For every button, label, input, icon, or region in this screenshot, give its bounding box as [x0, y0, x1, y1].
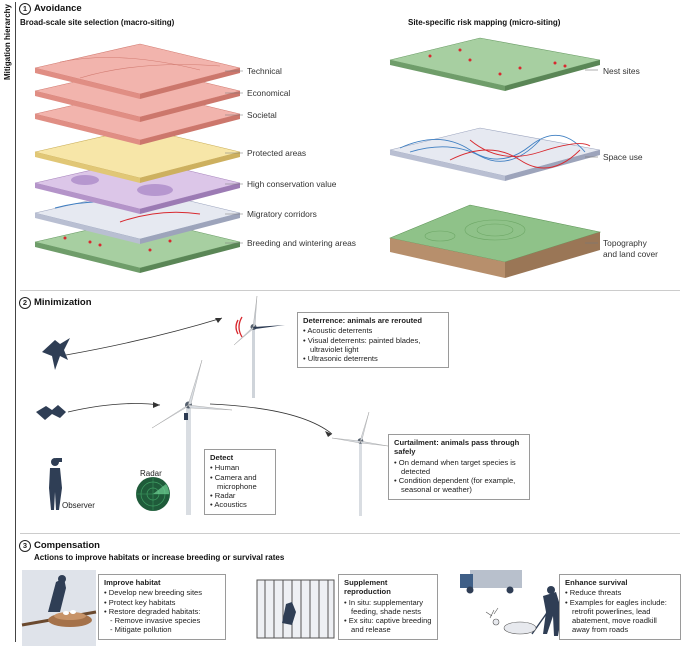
worker-icon — [531, 586, 562, 636]
deterrence-item: Visual deterrents: painted blades, ultra… — [303, 336, 443, 355]
layer-label-economical: Economical — [247, 88, 291, 98]
layer-topography — [388, 204, 602, 278]
habitat-item: Protect key habitats — [104, 598, 220, 607]
layer-label-nest-sites: Nest sites — [603, 66, 640, 76]
compensation-subtitle: Actions to improve habitats or increase … — [34, 553, 285, 562]
layer-label-land-cover: and land cover — [603, 249, 658, 259]
layer-label-topography: Topography — [603, 238, 647, 248]
detect-box: Detect Human Camera and microphone Radar… — [204, 449, 276, 515]
improve-habitat-title: Improve habitat — [104, 578, 161, 587]
supplement-reproduction-title: Supplement reproduction — [344, 578, 391, 597]
layer-label-breeding-wintering: Breeding and wintering areas — [247, 238, 356, 248]
layer-label-societal: Societal — [247, 110, 277, 120]
section-number-1: 1 — [19, 3, 31, 15]
deterrence-box: Deterrence: animals are rerouted Acousti… — [297, 312, 449, 369]
habitat-item: Restore degraded habitats: — [104, 607, 220, 616]
detect-item: Human — [210, 463, 270, 472]
layer-label-space-use: Space use — [603, 152, 643, 162]
habitat-item: Develop new breeding sites — [104, 588, 220, 597]
deterrence-title: Deterrence: animals are rerouted — [303, 316, 423, 325]
curtailment-item: Condition dependent (for example, season… — [394, 476, 524, 495]
bat-icon — [36, 405, 66, 420]
layer-high-conservation-value — [34, 158, 241, 214]
layer-label-technical: Technical — [247, 66, 282, 76]
flight-arrows — [65, 317, 333, 435]
section-divider-2 — [20, 533, 680, 534]
curtailment-item: On demand when target species is detecte… — [394, 458, 524, 477]
layer-space-use — [389, 127, 601, 181]
habitat-subitem: - Remove invasive species — [110, 616, 201, 626]
reproduction-item: In situ: supplementary feeding, shade ne… — [344, 598, 432, 617]
section-divider-1 — [20, 290, 680, 291]
detect-item: Radar — [210, 491, 270, 500]
deterrence-item: Acoustic deterrents — [303, 326, 443, 335]
survival-item: Reduce threats — [565, 588, 675, 597]
detect-item: Camera and microphone — [210, 473, 270, 492]
turbine-detect-icon — [151, 359, 233, 515]
layer-protected-areas — [34, 127, 241, 183]
minimization-title: Minimization — [34, 297, 92, 308]
layer-nest-sites — [389, 37, 601, 91]
layer-label-high-conservation: High conservation value — [247, 179, 337, 189]
truck-icon — [460, 570, 522, 594]
turbine-deterrence-icon — [233, 295, 285, 398]
reproduction-item: Ex situ: captive breeding and release — [344, 616, 432, 635]
section-number-3: 3 — [19, 540, 31, 552]
nest-eagle-icon — [21, 570, 97, 646]
eagle-icon — [42, 338, 70, 370]
radar-label: Radar — [140, 469, 162, 478]
deterrent-sound-icon — [235, 316, 243, 338]
deterrence-item: Ultrasonic deterrents — [303, 354, 443, 363]
curtailment-box: Curtailment: animals pass through safely… — [388, 434, 530, 500]
curtailment-title: Curtailment: animals pass through safely — [394, 438, 520, 457]
section-number-2: 2 — [19, 297, 31, 309]
observer-icon — [49, 458, 62, 510]
improve-habitat-box: Improve habitat Develop new breeding sit… — [98, 574, 226, 640]
compensation-title: Compensation — [34, 540, 100, 551]
caged-eagle-icon — [282, 602, 296, 625]
layer-migratory-corridors — [34, 188, 241, 244]
radar-icon — [136, 477, 170, 511]
avoidance-title: Avoidance — [34, 3, 82, 14]
habitat-subitem: - Mitigate pollution — [110, 625, 172, 635]
cage-icon — [256, 579, 335, 639]
detect-item: Acoustics — [210, 500, 270, 509]
micro-siting-title: Site-specific risk mapping (micro-siting… — [408, 18, 561, 27]
macro-siting-title: Broad-scale site selection (macro-siting… — [20, 18, 175, 27]
enhance-survival-title: Enhance survival — [565, 578, 628, 587]
deer-carcass-icon — [485, 607, 537, 635]
turbine-curtailment-icon — [331, 411, 389, 516]
layer-technical — [34, 43, 241, 99]
layer-label-migratory-corridors: Migratory corridors — [247, 209, 317, 219]
detect-title: Detect — [210, 453, 234, 462]
layer-label-protected-areas: Protected areas — [247, 148, 307, 158]
side-divider — [15, 2, 16, 642]
observer-label: Observer — [62, 501, 95, 510]
supplement-reproduction-box: Supplement reproduction In situ: supplem… — [338, 574, 438, 640]
macro-leader-lines — [225, 69, 598, 244]
enhance-survival-box: Enhance survival Reduce threats Examples… — [559, 574, 681, 640]
survival-item: Examples for eagles include: retrofit po… — [565, 598, 675, 635]
